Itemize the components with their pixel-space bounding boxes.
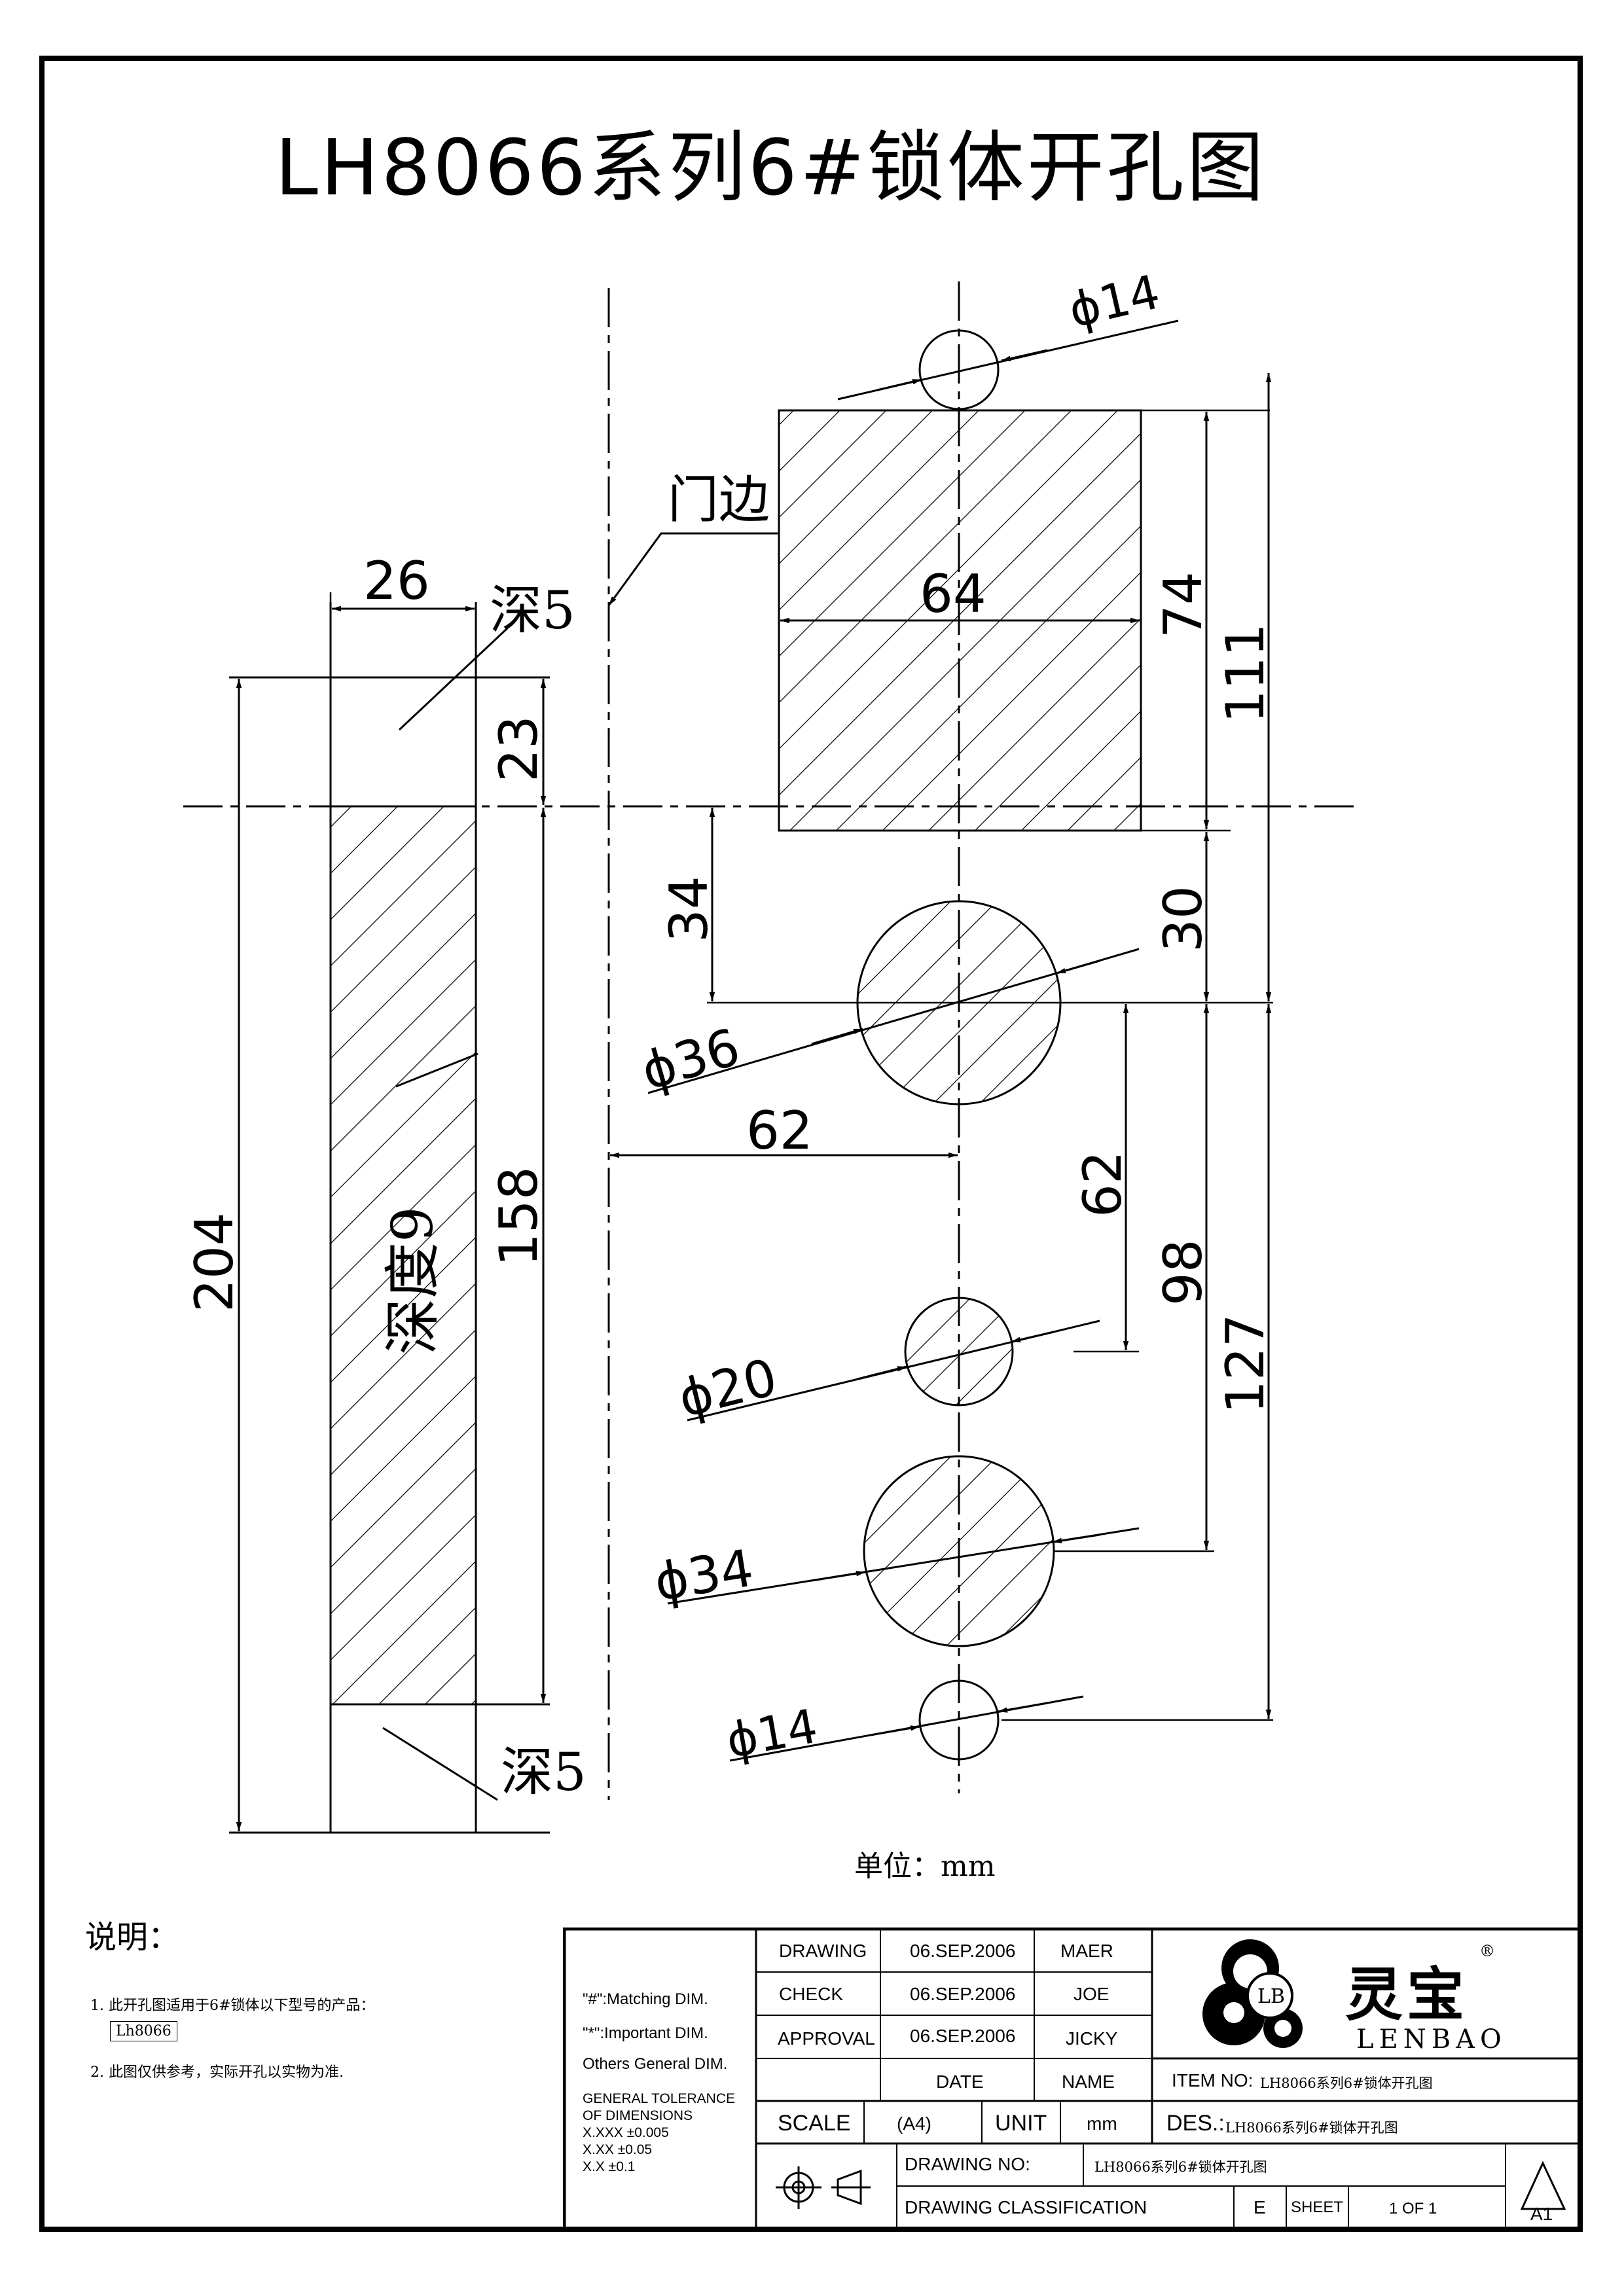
logo-english: LENBAO (1356, 2024, 1507, 2054)
hole-d34 (863, 1455, 1055, 1647)
tb-date-header: DATE (936, 2072, 984, 2092)
tb-sheet-value: 1 OF 1 (1389, 2200, 1437, 2217)
label-127: 127 (1215, 1314, 1276, 1414)
faceplate-profile (229, 602, 550, 1834)
tb-unit-label: UNIT (995, 2111, 1047, 2136)
label-d36: ϕ36 (635, 1018, 746, 1102)
tb-row-drawing-name: MAER (1060, 1941, 1113, 1961)
tb-scale-value: (A4) (897, 2113, 931, 2134)
tb-others: Others General DIM. (583, 2055, 728, 2073)
label-30: 30 (1153, 886, 1214, 952)
tb-unit-value: mm (1087, 2113, 1117, 2134)
label-d34: ϕ34 (651, 1539, 757, 1612)
label-98: 98 (1153, 1239, 1214, 1306)
sheet-size-triangle-icon (1520, 2161, 1566, 2210)
tb-row-check-name: JOE (1074, 1984, 1110, 2004)
tb-classification-label: DRAWING CLASSIFICATION (905, 2197, 1147, 2217)
tb-row-drawing-label: DRAWING (779, 1941, 867, 1961)
tb-row-approval-label: APPROVAL (778, 2028, 875, 2049)
tb-drawing-no-label: DRAWING NO: (905, 2154, 1030, 2174)
tb-row-approval-date: 06.SEP.2006 (910, 2026, 1016, 2046)
label-depth9: 深度9 (380, 1206, 446, 1355)
note-model-box: Lh8066 (110, 2021, 177, 2041)
logo-chinese: 灵宝 (1345, 1960, 1469, 2028)
faceplate-hatch (329, 805, 477, 1706)
tb-matching: "#":Matching DIM. (583, 1990, 708, 2008)
label-26: 26 (363, 550, 430, 611)
label-23: 23 (488, 715, 549, 782)
holes (856, 329, 1062, 1761)
label-204: 204 (184, 1212, 245, 1312)
tb-tol-1: X.XXX ±0.005 (583, 2125, 669, 2140)
tb-drawing-no-value: LH8066系列6#锁体开孔图 (1094, 2159, 1267, 2175)
label-door-edge: 门边 (668, 471, 770, 529)
drawing-title: LH8066系列6#锁体开孔图 (275, 122, 1267, 213)
label-158: 158 (488, 1166, 549, 1266)
note-item-1: 1. 此开孔图适用于6#锁体以下型号的产品： (90, 1998, 375, 2014)
extension-lines (329, 409, 1273, 1721)
tb-scale-label: SCALE (778, 2111, 851, 2136)
label-depth5-top: 深5 (490, 580, 575, 641)
hole-d14-top (918, 329, 1000, 410)
tb-row-check-date: 06.SEP.2006 (910, 1984, 1016, 2004)
tb-item-no-value: LH8066系列6#锁体开孔图 (1260, 2075, 1433, 2091)
tb-tol-title1: GENERAL TOLERANCE (583, 2091, 736, 2106)
tb-row-check-label: CHECK (779, 1984, 844, 2004)
tb-row-drawing-date: 06.SEP.2006 (910, 1941, 1016, 1961)
tb-classification-value: E (1254, 2197, 1266, 2217)
tb-tol-title2: OF DIMENSIONS (583, 2108, 693, 2123)
tb-des-value: LH8066系列6#锁体开孔图 (1225, 2120, 1398, 2136)
logo-badge-text: LB (1257, 1985, 1285, 2008)
tb-tol-2: X.XX ±0.05 (583, 2142, 653, 2157)
label-64: 64 (920, 564, 986, 624)
notes-title: 说明： (85, 1919, 180, 1956)
title-block: "#":Matching DIM. "*":Important DIM. Oth… (563, 1928, 1581, 2232)
label-111: 111 (1215, 623, 1276, 723)
label-62-v: 62 (1072, 1151, 1133, 1217)
unit-label: 单位：mm (854, 1850, 996, 1883)
label-74: 74 (1153, 571, 1214, 638)
lenbao-logo-icon: LB (1202, 1939, 1303, 2048)
projection-symbol-icon (776, 2166, 871, 2209)
tb-important: "*":Important DIM. (583, 2024, 708, 2042)
leader-lines (382, 319, 1179, 1801)
tb-sheet-label: SHEET (1291, 2198, 1344, 2216)
title-block-grid (563, 1928, 1581, 2232)
label-62-h: 62 (746, 1100, 813, 1161)
tb-tol-3: X.X ±0.1 (583, 2159, 636, 2174)
tb-size-code: A1 (1530, 2204, 1553, 2224)
note-item-2: 2. 此图仅供参考，实际开孔以实物为准. (90, 2064, 344, 2081)
tb-des-label: DES.: (1166, 2111, 1225, 2136)
tb-item-no-label: ITEM NO: (1172, 2070, 1254, 2090)
dimension-lines (236, 373, 1272, 1831)
label-depth5-bottom: 深5 (501, 1742, 586, 1803)
tb-row-approval-name: JICKY (1066, 2028, 1118, 2049)
hole-d14-bottom (918, 1679, 1000, 1761)
label-34: 34 (659, 876, 719, 942)
logo-registered-mark: ® (1479, 1942, 1495, 1960)
tb-name-header: NAME (1062, 2072, 1115, 2092)
hole-d20 (904, 1297, 1014, 1407)
label-d20: ϕ20 (673, 1348, 783, 1429)
label-d14-bottom: ϕ14 (722, 1698, 821, 1768)
